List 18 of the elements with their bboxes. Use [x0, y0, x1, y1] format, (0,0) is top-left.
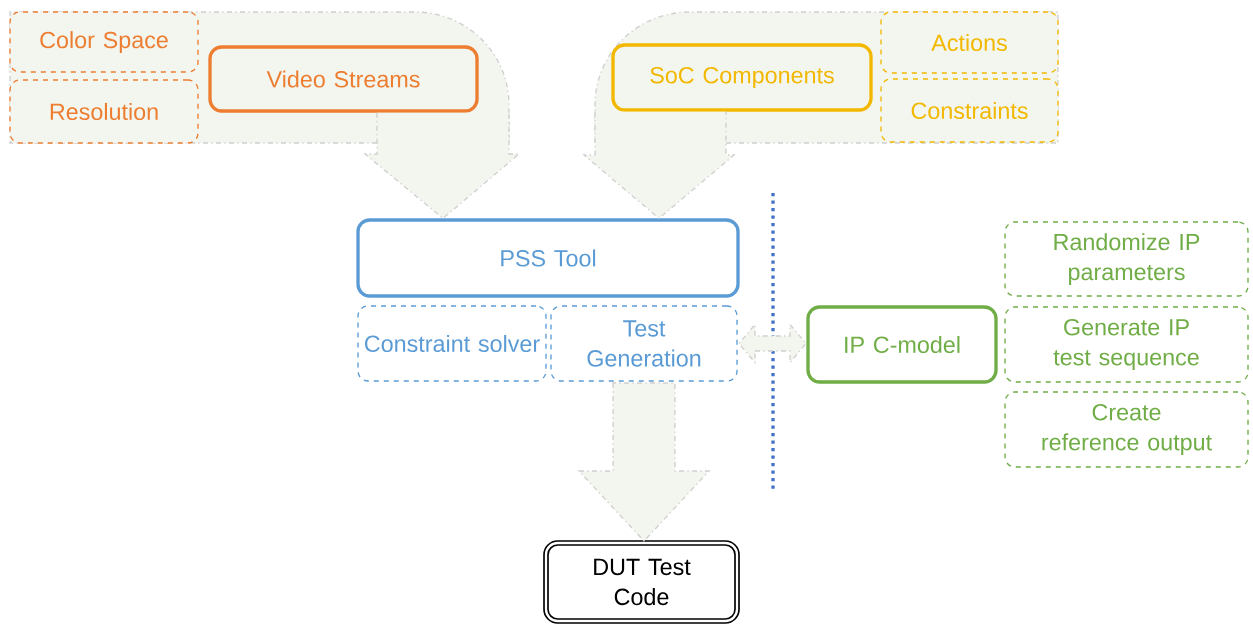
bent-block-arrow — [363, 112, 521, 220]
feature-box: Test Generation — [550, 305, 738, 382]
option-box: Actions — [880, 11, 1059, 74]
model-box: IP C-model — [806, 305, 998, 384]
tool-box: PSS Tool — [356, 218, 740, 298]
input-box: SoC Components — [611, 43, 873, 112]
task-box: Randomize IP parameters — [1004, 221, 1249, 297]
option-box: Constraints — [880, 78, 1059, 143]
task-box: Create reference output — [1004, 391, 1249, 468]
task-box: Generate IP test sequence — [1004, 306, 1249, 383]
block-arrow — [738, 322, 807, 365]
input-box: Video Streams — [208, 45, 479, 113]
block-arrow — [577, 382, 711, 542]
feature-box: Constraint solver — [357, 305, 547, 382]
option-box: Color Space — [9, 11, 199, 73]
output-box: DUT Test Code — [543, 540, 740, 624]
bent-block-arrow — [582, 111, 736, 220]
option-box: Resolution — [9, 79, 199, 144]
